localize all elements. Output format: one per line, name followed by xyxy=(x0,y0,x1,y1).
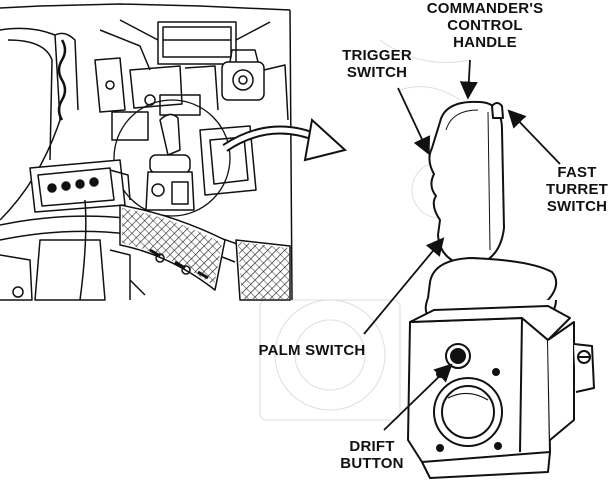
leader-drift-button xyxy=(383,363,453,431)
label-drift-button: DRIFT BUTTON xyxy=(332,438,412,472)
leader-trigger-switch xyxy=(397,87,431,156)
leader-commanders-control-handle xyxy=(459,59,478,100)
label-trigger-switch: TRIGGER SWITCH xyxy=(334,47,420,81)
label-fast-turret-switch: FAST TURRET SWITCH xyxy=(538,164,616,215)
bleed-through-marks xyxy=(259,39,471,421)
label-commanders-control-handle: COMMANDER'S CONTROL HANDLE xyxy=(420,0,550,51)
label-line: TRIGGER xyxy=(342,47,412,64)
control-handle-illustration xyxy=(407,100,595,479)
leader-lines xyxy=(363,59,561,431)
label-line: SWITCH xyxy=(546,198,608,215)
label-line: BUTTON xyxy=(340,455,404,472)
label-line: HANDLE xyxy=(453,34,517,51)
label-line: COMMANDER'S xyxy=(426,0,544,17)
hatched-floor xyxy=(122,208,289,299)
label-line: DRIFT xyxy=(349,438,395,455)
label-palm-switch: PALM SWITCH xyxy=(250,342,374,359)
label-line: CONTROL xyxy=(447,17,523,34)
leader-palm-switch xyxy=(363,237,445,335)
leader-fast-turret-switch xyxy=(507,109,561,165)
label-line: PALM SWITCH xyxy=(258,342,366,359)
label-line: FAST xyxy=(557,164,597,181)
label-line: SWITCH xyxy=(346,64,408,81)
callout-arrow xyxy=(222,118,348,162)
label-line: TURRET xyxy=(545,181,609,198)
